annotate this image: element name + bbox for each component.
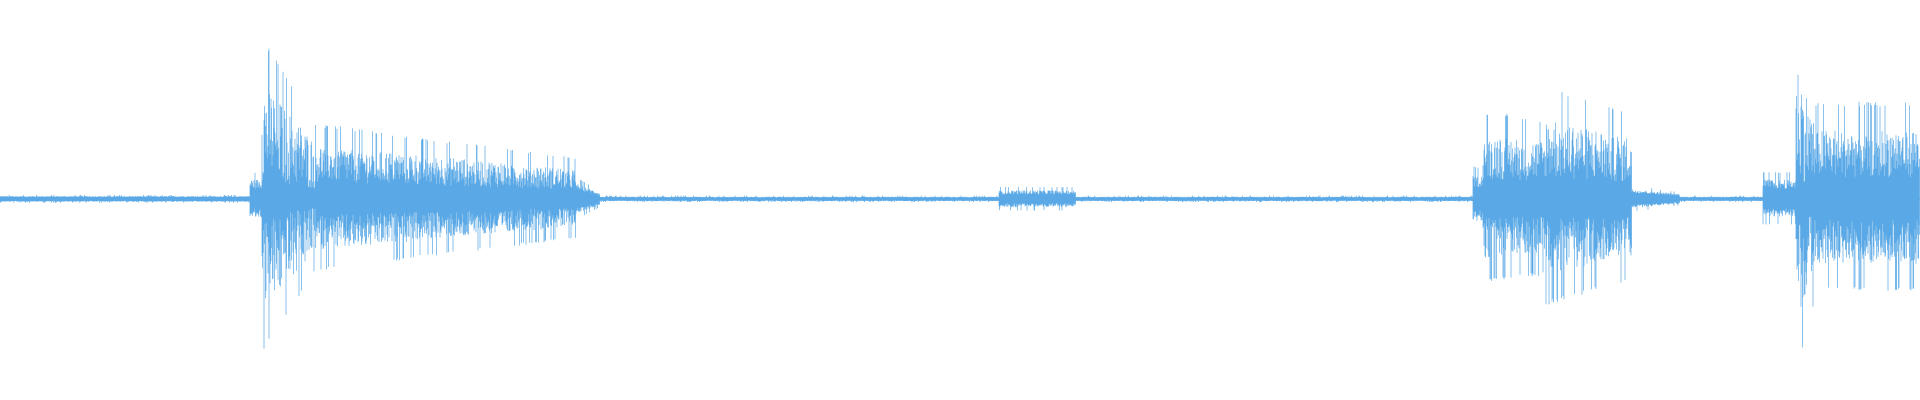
audio-waveform[interactable]	[0, 0, 1920, 400]
audio-waveform-view[interactable]	[0, 0, 1920, 400]
